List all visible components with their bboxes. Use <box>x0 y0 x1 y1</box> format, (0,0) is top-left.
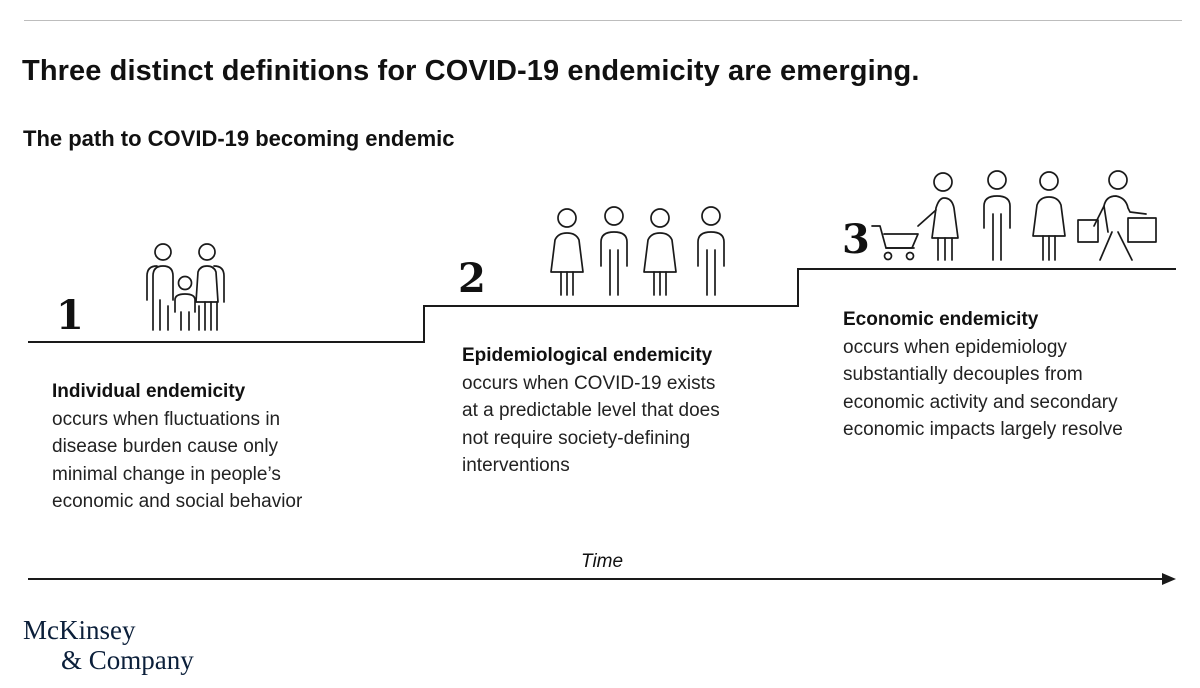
page-subtitle: The path to COVID-19 becoming endemic <box>23 126 455 151</box>
logo-line-1: McKinsey <box>23 615 136 645</box>
step-1-line: disease burden cause only <box>52 436 279 457</box>
step-3-number: 3 <box>842 216 870 263</box>
step-3-line: economic impacts largely resolve <box>843 419 1123 440</box>
step-1-description: Individual endemicity occurs when fluctu… <box>52 378 392 516</box>
step-2-line: occurs when COVID-19 exists <box>462 372 716 394</box>
step-2-number: 2 <box>458 255 486 302</box>
step-1-number: 1 <box>56 292 84 339</box>
step-2-line: interventions <box>462 455 570 476</box>
company-logo: McKinsey & Company <box>23 615 194 675</box>
page-title: Three distinct definitions for COVID-19 … <box>22 55 920 87</box>
logo-line-2: & Company <box>61 645 194 675</box>
step-3-heading: Economic endemicity <box>843 309 1039 330</box>
top-rule <box>24 20 1182 21</box>
step-3-line: occurs when epidemiology <box>843 336 1067 358</box>
step-3-line: economic activity and secondary <box>843 391 1118 413</box>
step-1-line: occurs when fluctuations in <box>52 408 281 430</box>
step-2-line: not require society-defining <box>462 427 691 449</box>
crowd-icon <box>550 206 725 296</box>
staircase-line <box>28 268 1176 343</box>
step-2-line: at a predictable level that does <box>462 400 720 421</box>
time-axis-label: Time <box>581 551 624 572</box>
step-3-line: substantially decouples from <box>843 364 1083 385</box>
shoppers-icon <box>871 170 1157 261</box>
step-3-description: Economic endemicity occurs when epidemio… <box>843 306 1183 444</box>
step-1-heading: Individual endemicity <box>52 381 246 402</box>
step-2-description: Epidemiological endemicity occurs when C… <box>462 342 802 480</box>
time-axis-arrowhead <box>1162 573 1176 585</box>
step-1-line: economic and social behavior <box>52 491 303 512</box>
family-icon <box>146 243 225 331</box>
step-1-line: minimal change in people’s <box>52 463 281 485</box>
step-2-heading: Epidemiological endemicity <box>462 345 713 366</box>
